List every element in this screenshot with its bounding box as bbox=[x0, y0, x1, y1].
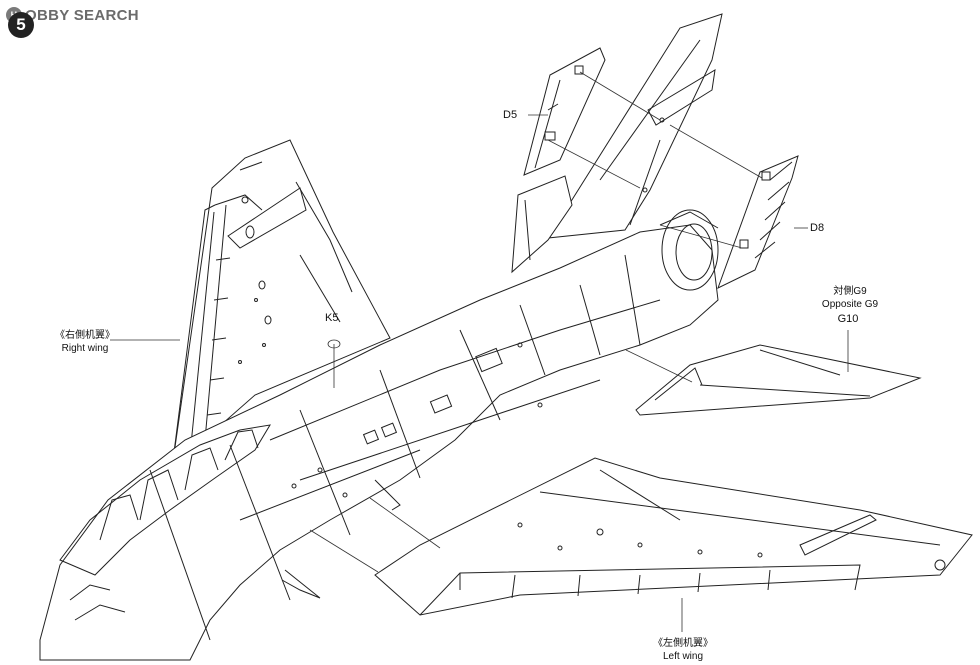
label-g9-opposite: Opposite G9 bbox=[821, 299, 879, 310]
left-wing-label-cn: 《左側机翼》 bbox=[653, 638, 713, 649]
watermark-text: OBBY SEARCH bbox=[25, 6, 139, 24]
part-d8-drawing bbox=[718, 156, 798, 288]
part-d5-drawing bbox=[524, 48, 605, 175]
label-d8: D8 bbox=[810, 222, 825, 234]
right-wing-label: Right wing bbox=[61, 343, 109, 354]
leader-lines bbox=[110, 72, 848, 632]
left-wing-label: Left wing bbox=[662, 651, 704, 662]
fuselage-drawing bbox=[40, 210, 718, 660]
right-wing-label-cn: 《右側机翼》 bbox=[55, 330, 115, 341]
label-g10: G10 bbox=[837, 313, 859, 325]
right-wing-drawing bbox=[172, 140, 390, 468]
label-g9-cn: 対側G9 bbox=[833, 286, 867, 297]
step-number-badge: 5 bbox=[8, 12, 34, 38]
right-stabilizer-drawing bbox=[512, 176, 572, 272]
label-d5: D5 bbox=[503, 109, 518, 121]
label-k5: K5 bbox=[325, 312, 339, 324]
left-wing-drawing bbox=[375, 458, 972, 615]
vertical-tail-drawing bbox=[548, 14, 722, 238]
part-g10-drawing bbox=[636, 345, 920, 415]
